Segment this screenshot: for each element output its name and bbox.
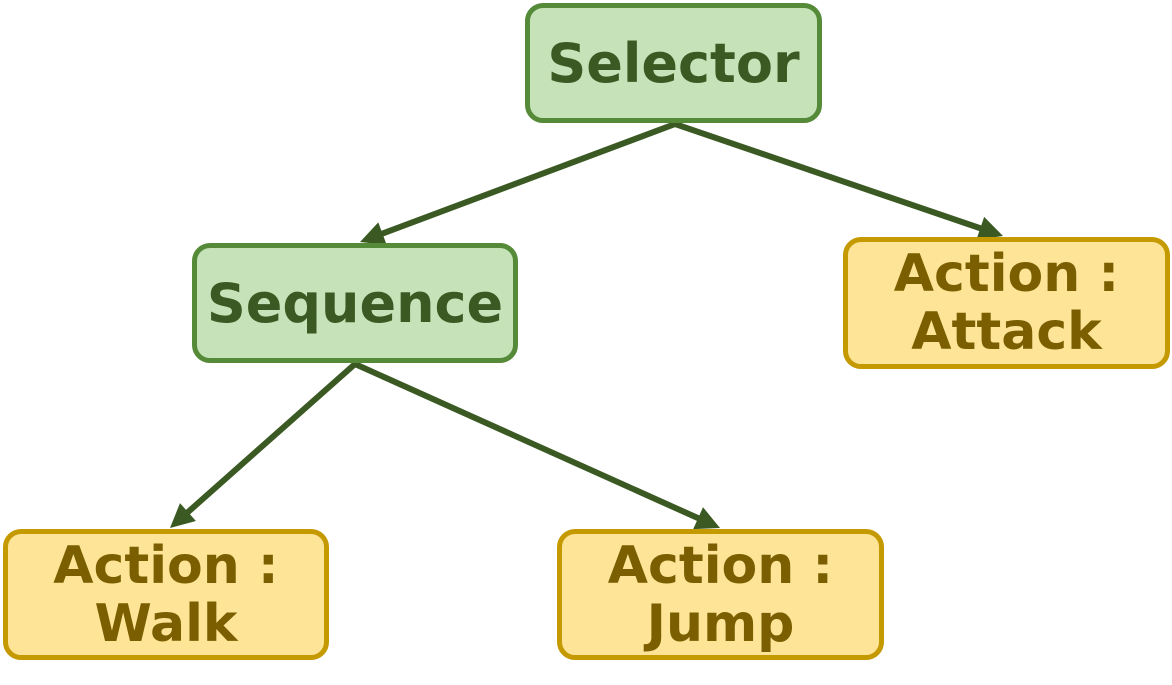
action-jump-prefix: Action : <box>607 535 834 596</box>
edge-selector-sequence <box>379 121 678 237</box>
arrowhead-sequence-walk <box>170 503 196 528</box>
action-walk-prefix: Action : <box>53 535 279 596</box>
arrowhead-selector-attack <box>976 216 1003 240</box>
arrowhead-sequence-jump <box>693 507 720 530</box>
edge-sequence-jump <box>352 361 702 522</box>
action-attack-label: Attack <box>911 302 1102 362</box>
action-attack-node[interactable]: Action : Attack <box>843 237 1170 369</box>
action-attack-prefix: Action : <box>893 244 1120 304</box>
selector-node[interactable]: Selector <box>525 3 822 123</box>
edge-sequence-walk <box>184 361 358 516</box>
action-walk-node[interactable]: Action : Walk <box>3 529 329 660</box>
edge-selector-attack <box>672 121 984 232</box>
sequence-label: Sequence <box>206 271 504 335</box>
sequence-node[interactable]: Sequence <box>192 243 518 363</box>
selector-label: Selector <box>547 31 800 95</box>
arrowhead-selector-sequence <box>360 222 387 245</box>
action-walk-label: Walk <box>94 593 238 654</box>
action-jump-label: Jump <box>646 593 795 654</box>
action-jump-node[interactable]: Action : Jump <box>557 529 884 660</box>
